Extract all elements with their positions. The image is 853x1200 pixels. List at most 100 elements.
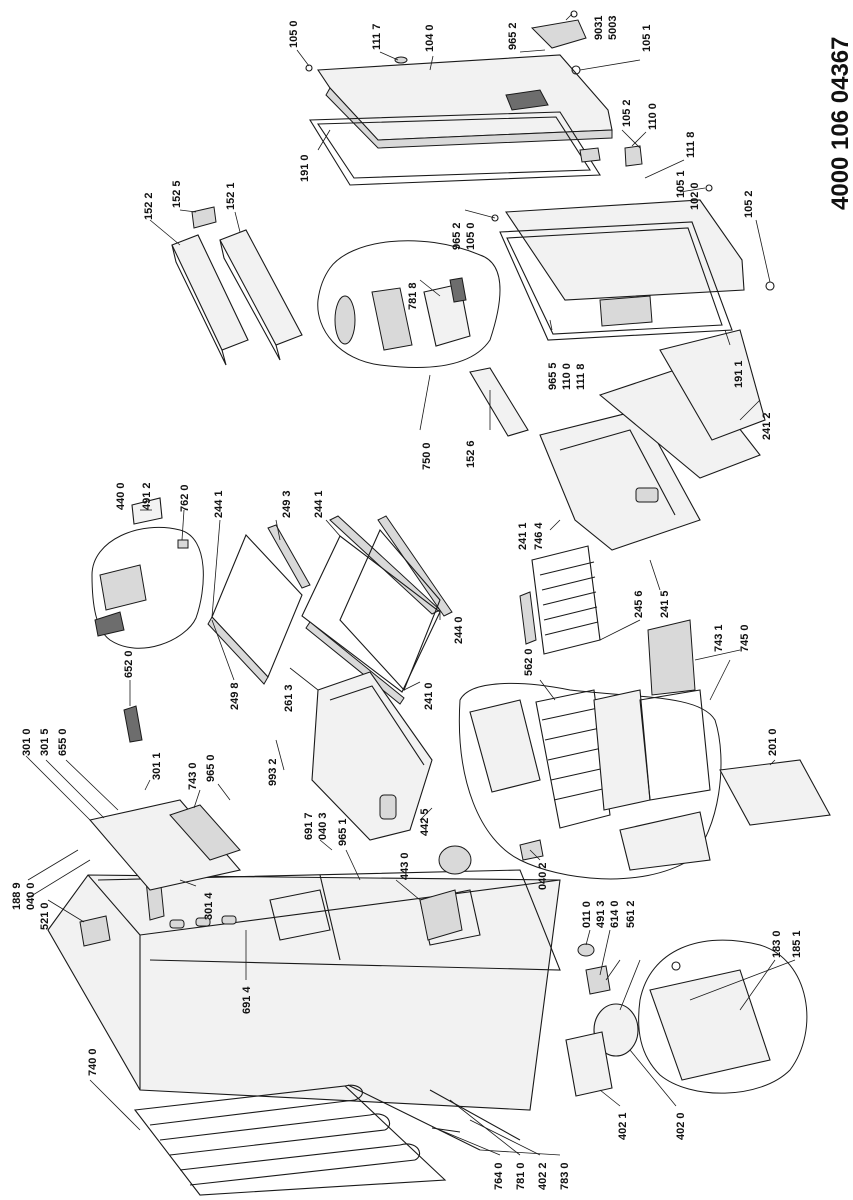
- callout-440-0: 440 0: [115, 482, 127, 510]
- freezer-door: [309, 54, 643, 186]
- callout-301-1: 301 1: [151, 752, 163, 780]
- callout-244-1: 244 1: [213, 490, 225, 518]
- drain-tubes: [347, 1084, 521, 1151]
- document-number: 4000 106 04367: [827, 36, 853, 210]
- callout-750-0: 750 0: [421, 442, 433, 470]
- callout-691-4: 691 4: [241, 986, 253, 1014]
- callout-105-2: 105 2: [621, 99, 633, 127]
- callout-491-2: 491 2: [141, 482, 153, 510]
- callout-105-1b: 105 1: [675, 170, 687, 198]
- callout-152-1: 152 1: [225, 182, 237, 210]
- air-duct-743-0: [169, 804, 241, 861]
- callout-183-0: 183 0: [771, 930, 783, 958]
- callout-614-0: 614 0: [609, 900, 621, 928]
- callout-740-0: 740 0: [87, 1048, 99, 1076]
- evaporator-group: [458, 682, 722, 880]
- callout-443-0: 443 0: [399, 852, 411, 880]
- callout-152-6: 152 6: [465, 440, 477, 468]
- callout-105-1: 105 1: [641, 24, 653, 52]
- callout-241-2: 241 2: [761, 412, 773, 440]
- callout-241-1: 241 1: [517, 522, 529, 550]
- crisper-drawers: [539, 329, 766, 551]
- compressor-base-group: [638, 939, 808, 1094]
- callout-5003: 5003: [607, 16, 619, 40]
- callout-301-5: 301 5: [39, 728, 51, 756]
- callout-185-1: 185 1: [791, 930, 803, 958]
- callout-labels: 105 0 111 7 104 0 965 2 9031 5003 105 1 …: [11, 16, 803, 1190]
- callout-111-8: 111 8: [685, 132, 697, 158]
- callout-783-0: 783 0: [559, 1162, 571, 1190]
- callout-301-4: 301 4: [203, 892, 215, 920]
- callout-442-5: 442 5: [419, 808, 431, 836]
- callout-110-0b: 110 0: [561, 363, 573, 390]
- callout-562-0: 562 0: [523, 648, 535, 676]
- callout-965-1: 965 1: [337, 818, 349, 846]
- callout-655-0: 655 0: [57, 728, 69, 756]
- callout-104-0: 104 0: [424, 24, 436, 52]
- callout-965-2b: 965 2: [451, 222, 463, 250]
- callout-9031: 9031: [593, 16, 605, 40]
- bottom-drawer: [311, 671, 433, 841]
- callout-040-2: 040 2: [537, 862, 549, 890]
- callout-201-0: 201 0: [767, 728, 779, 756]
- callout-764-0: 764 0: [493, 1162, 505, 1190]
- part-652-0: [123, 705, 143, 743]
- callout-244-1b: 244 1: [313, 490, 325, 518]
- callout-152-2: 152 2: [143, 192, 155, 220]
- callout-743-0: 743 0: [187, 762, 199, 790]
- wire-shelf: [531, 545, 601, 655]
- shelf-rails: [267, 515, 537, 645]
- callout-652-0: 652 0: [123, 650, 135, 678]
- callout-105-2b: 105 2: [743, 190, 755, 218]
- callout-762-0: 762 0: [179, 484, 191, 512]
- callout-188-9: 188 9: [11, 882, 23, 910]
- callout-691-7: 691 7: [303, 812, 315, 840]
- callout-102-0: 102 0: [689, 182, 701, 210]
- callout-743-1: 743 1: [713, 624, 725, 652]
- fridge-door: [491, 184, 775, 341]
- callout-040-3: 040 3: [317, 812, 329, 840]
- callout-040-0: 040 0: [25, 882, 37, 910]
- callout-561-2: 561 2: [625, 900, 637, 928]
- cabinet: [47, 869, 561, 1111]
- top-hinge: [305, 10, 587, 75]
- callout-011-0: 011 0: [581, 901, 593, 928]
- compressor: [565, 943, 639, 1097]
- callout-965-0: 965 0: [205, 754, 217, 782]
- callout-241-0: 241 0: [423, 682, 435, 710]
- callout-965-2: 965 2: [507, 22, 519, 50]
- fan-assembly: [419, 839, 544, 941]
- callout-745-0: 745 0: [739, 624, 751, 652]
- callout-781-0: 781 0: [515, 1162, 527, 1190]
- callout-241-5: 241 5: [659, 590, 671, 618]
- glass-shelves: [207, 528, 441, 705]
- callout-249-8: 249 8: [229, 682, 241, 710]
- callout-993-2: 993 2: [267, 758, 279, 786]
- callout-105-0b: 105 0: [465, 222, 477, 250]
- control-panel: [88, 799, 242, 891]
- callout-245-6: 245 6: [633, 590, 645, 618]
- ice-maker-group: [317, 240, 529, 437]
- callout-402-0: 402 0: [675, 1112, 687, 1140]
- callout-249-3: 249 3: [281, 490, 293, 518]
- callout-111-7: 111 7: [371, 24, 383, 50]
- thermostat-group: [91, 497, 204, 649]
- callout-746-4: 746 4: [533, 522, 545, 550]
- callout-521-0: 521 0: [39, 902, 51, 930]
- callout-110-0: 110 0: [647, 103, 659, 130]
- callout-965-5: 965 5: [547, 362, 559, 390]
- callout-402-1: 402 1: [617, 1112, 629, 1140]
- callout-261-3: 261 3: [283, 684, 295, 712]
- callout-491-3: 491 3: [595, 900, 607, 928]
- door-bins: [171, 206, 303, 366]
- part-743-1: [647, 619, 696, 696]
- callout-402-2: 402 2: [537, 1162, 549, 1190]
- callout-191-0: 191 0: [299, 154, 311, 182]
- condenser-coil: [133, 1084, 447, 1196]
- callout-301-0: 301 0: [21, 728, 33, 756]
- callout-244-0: 244 0: [453, 616, 465, 644]
- callout-152-5: 152 5: [171, 180, 183, 208]
- callout-105-0: 105 0: [288, 20, 300, 48]
- callout-111-8b: 111 8: [575, 364, 587, 390]
